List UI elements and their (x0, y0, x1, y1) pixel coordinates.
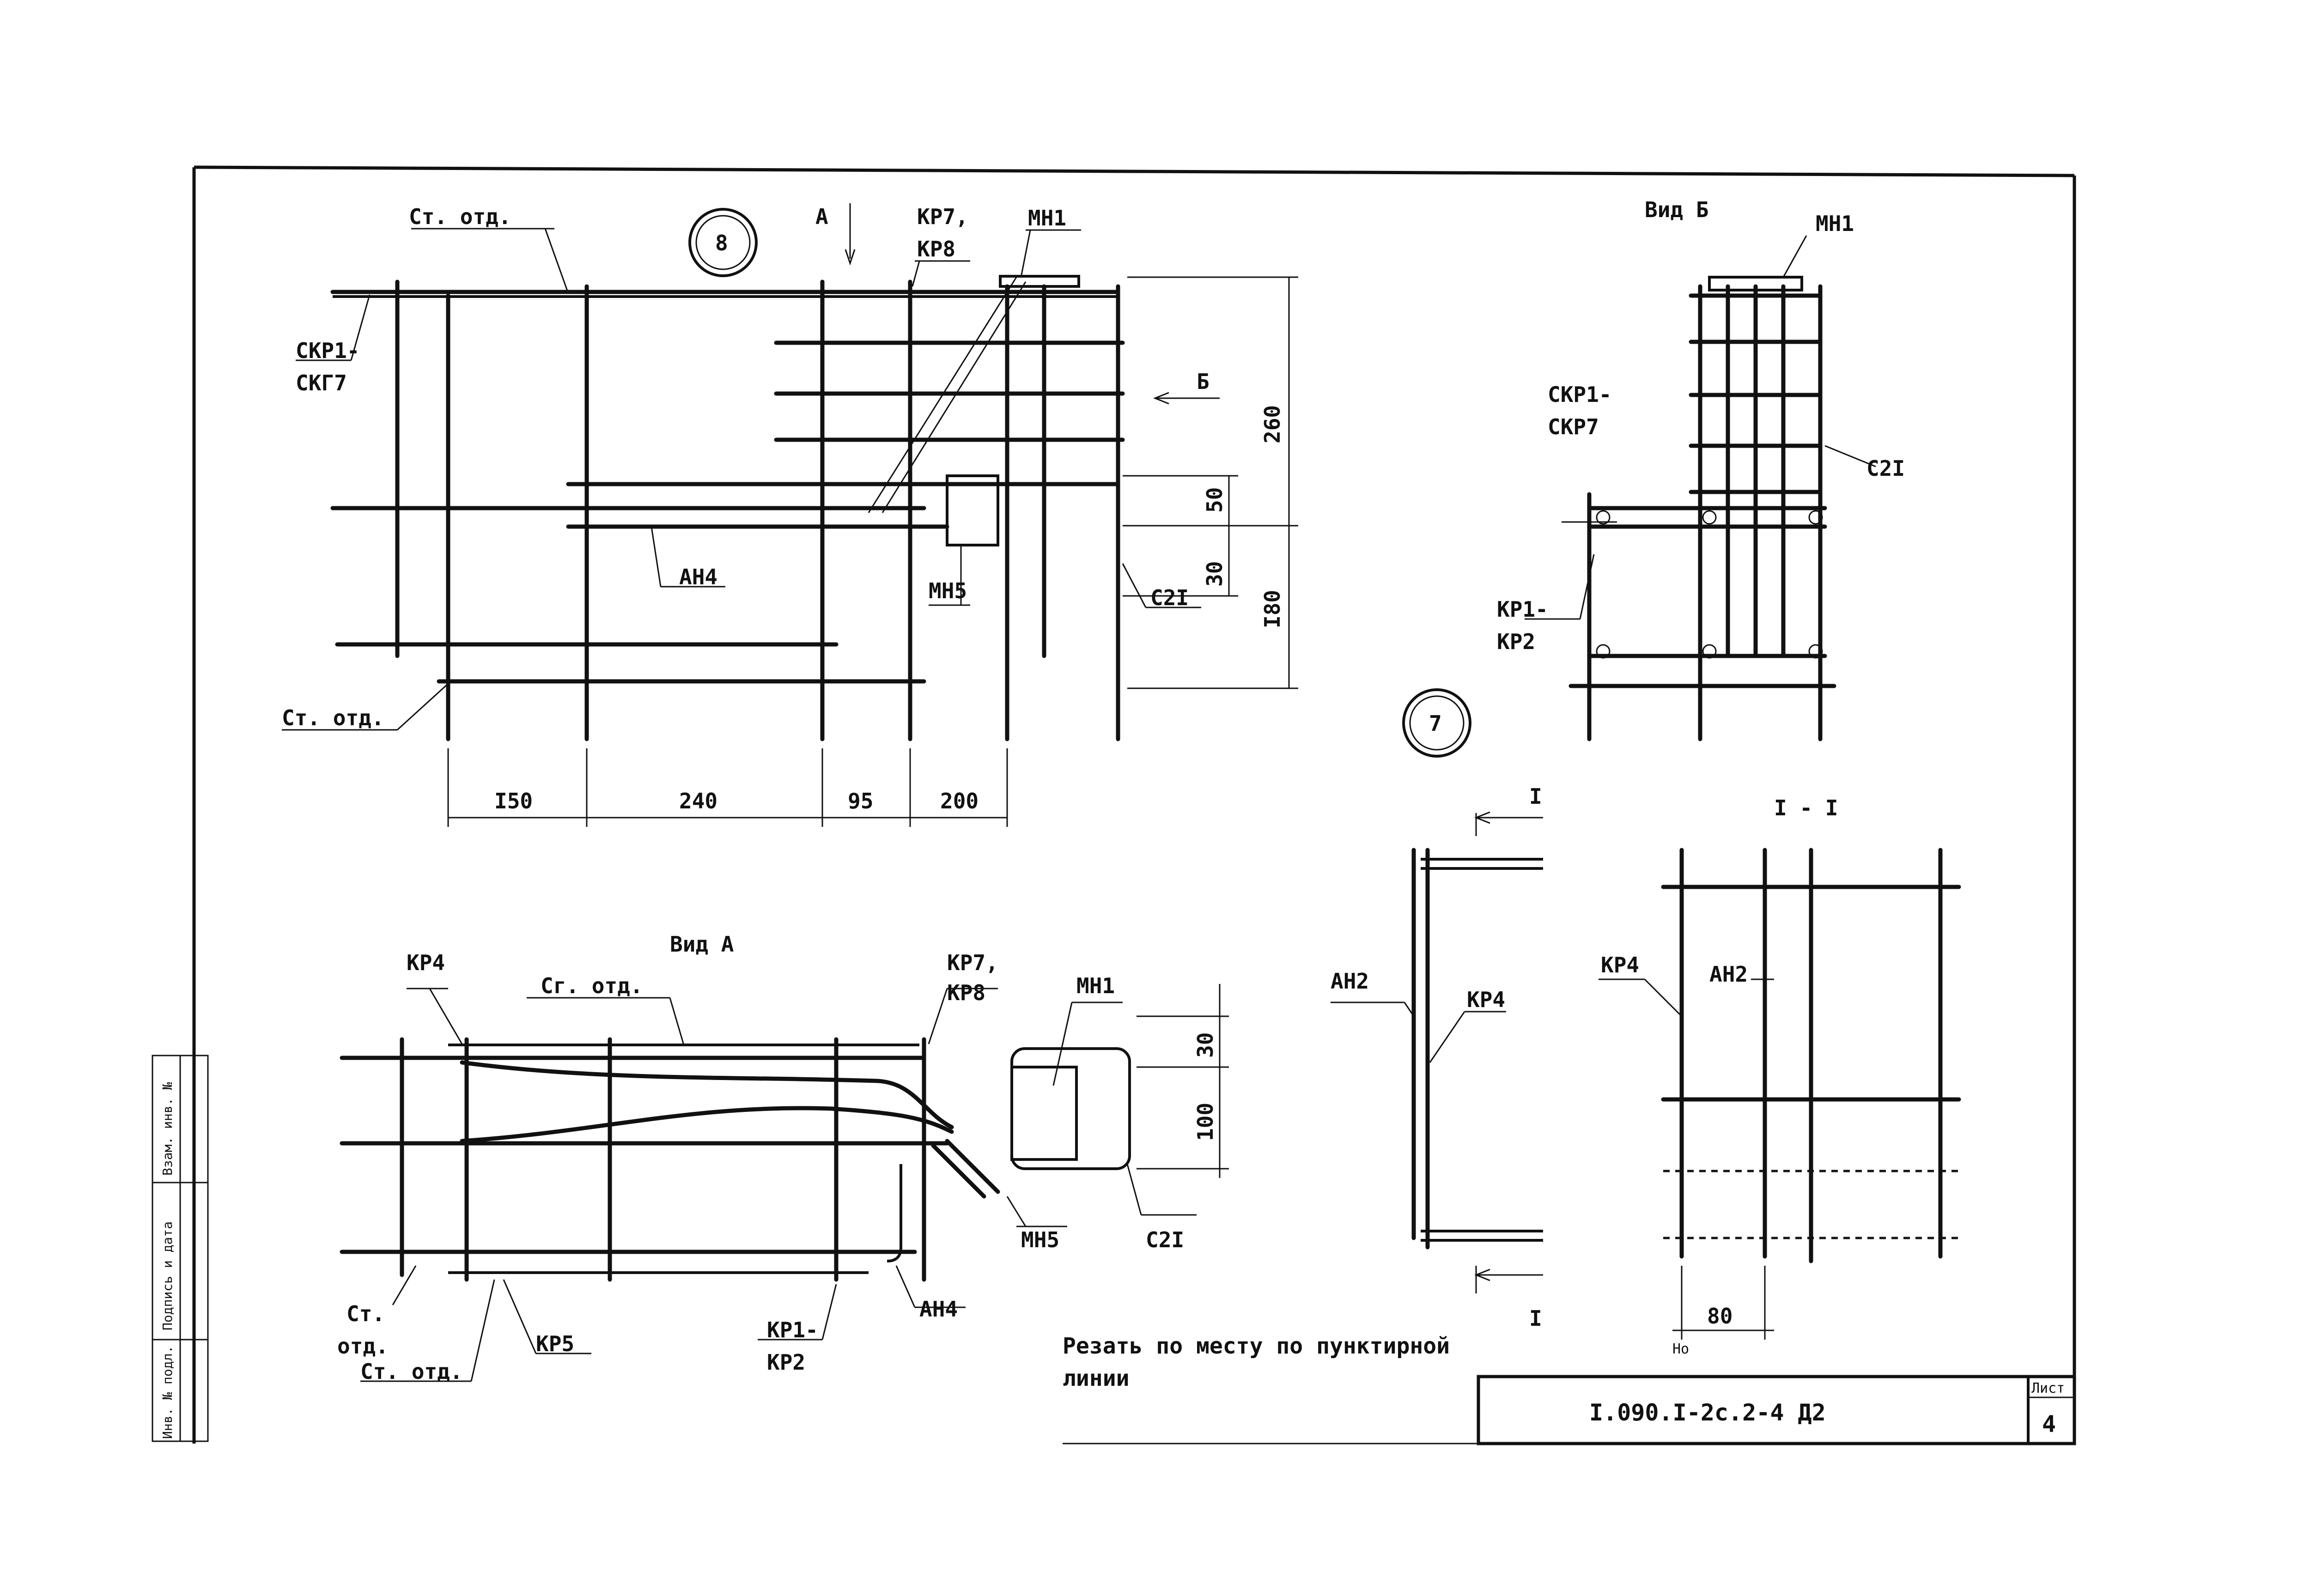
dim-200: 200 (940, 789, 979, 813)
stamp-sign: Подпись и дата (160, 1221, 175, 1330)
label-kp4-section: КР4 (1601, 953, 1639, 977)
label-kp7-viewa: КР7, (947, 950, 998, 975)
label-otd-viewa: отд. (337, 1334, 389, 1359)
note-line-1: Резать по месту по пунктирной (1063, 1333, 1450, 1359)
label-kp1-viewa: КР1- (767, 1317, 818, 1342)
label-arrow-b: Б (1197, 369, 1210, 394)
label-kp7: КР7, (917, 204, 968, 229)
plate-mn5 (946, 474, 999, 546)
label-skr1-viewb: СКР1- (1548, 382, 1611, 407)
label-st-otd-bottom: Ст. отд. (282, 705, 384, 730)
view-a-title: Вид А (670, 932, 734, 957)
label-c21-viewb: С2I (1866, 456, 1905, 481)
plate-mn1 (999, 275, 1080, 288)
label-mn5-plan: МН5 (929, 578, 967, 603)
label-kp8-viewa: КР8 (947, 980, 985, 1005)
label-kp4-viewa: КР4 (407, 950, 445, 975)
label-mn5-viewa: МН5 (1021, 1227, 1059, 1252)
view-b-title: Вид Б (1645, 197, 1708, 222)
label-skr1-plan: СКР1- (296, 338, 359, 363)
circle-7-label: 7 (1429, 711, 1442, 736)
detail-8-plan (282, 203, 1298, 827)
label-st-viewa: Ст. (346, 1301, 385, 1326)
label-kp2-viewb: КР2 (1497, 629, 1535, 654)
dim-240: 240 (679, 789, 717, 813)
side-stamp: Инв. № подл. Подпись и дата Взам. инв. № (152, 1055, 209, 1442)
circle-8-label: 8 (715, 231, 728, 255)
label-st-otd-viewa: Сг. отд. (541, 973, 643, 998)
side-elevation (1331, 811, 1543, 1293)
section-mark-bottom: I (1529, 1306, 1542, 1331)
label-mn1-plan: МН1 (1028, 206, 1066, 231)
label-arrow-a: А (815, 204, 828, 229)
label-c21-viewa: С2I (1146, 1227, 1184, 1252)
label-kp4-elev: КР4 (1467, 987, 1505, 1012)
sheet-number: 4 (2042, 1411, 2056, 1438)
label-kp2-viewa: КР2 (767, 1350, 805, 1375)
dim-150: I50 (494, 789, 533, 813)
label-an4-viewa: АН4 (919, 1297, 958, 1322)
label-ho: Но (1672, 1341, 1689, 1357)
view-a (340, 984, 1229, 1382)
section-i-i (1599, 848, 1961, 1340)
label-kp5-viewa: КР5 (536, 1331, 574, 1356)
stamp-vzam: Взам. инв. № (160, 1082, 175, 1176)
label-skr7-viewb: СКР7 (1548, 414, 1599, 439)
label-kp1-viewb: КР1- (1497, 597, 1548, 622)
title-block: I.090.I-2с.2-4 Д2 Лист 4 (1477, 1375, 2076, 1445)
stamp-inv: Инв. № подл. (160, 1346, 175, 1439)
label-an2-section: АН2 (1709, 962, 1748, 987)
label-st-otd-viewa-2: Ст. отд. (360, 1359, 463, 1384)
drawing-code: I.090.I-2с.2-4 Д2 (1589, 1399, 1826, 1426)
label-c21-plan: С2I (1150, 585, 1189, 610)
note-line-2: линии (1063, 1365, 1130, 1391)
sheet-label: Лист (2031, 1380, 2065, 1396)
dim-180: I80 (1260, 590, 1285, 628)
label-an2-elev: АН2 (1331, 969, 1369, 994)
plate-mn1-viewa (1010, 1066, 1078, 1161)
label-kp8: КР8 (917, 237, 955, 261)
label-mn1-viewb: МН1 (1816, 211, 1854, 236)
detail-8-marker: 8 (688, 208, 758, 277)
dim-a100: 100 (1193, 1103, 1218, 1141)
view-b (1525, 235, 1876, 741)
dim-s80: 80 (1707, 1304, 1732, 1329)
label-mn1-viewa: МН1 (1076, 973, 1115, 998)
section-title: I - I (1774, 795, 1838, 820)
dim-50: 50 (1202, 487, 1227, 513)
dim-260: 260 (1260, 405, 1285, 443)
dim-a30: 30 (1193, 1032, 1218, 1058)
detail-7-marker: 7 (1402, 688, 1471, 758)
section-mark-top: I (1529, 784, 1542, 809)
label-skr7-plan: СКГ7 (296, 370, 347, 395)
label-an4-plan: АН4 (679, 564, 717, 589)
label-st-otd-top: Ст. отд. (409, 204, 511, 229)
dim-30: 30 (1202, 561, 1227, 587)
dim-95: 95 (848, 789, 873, 813)
